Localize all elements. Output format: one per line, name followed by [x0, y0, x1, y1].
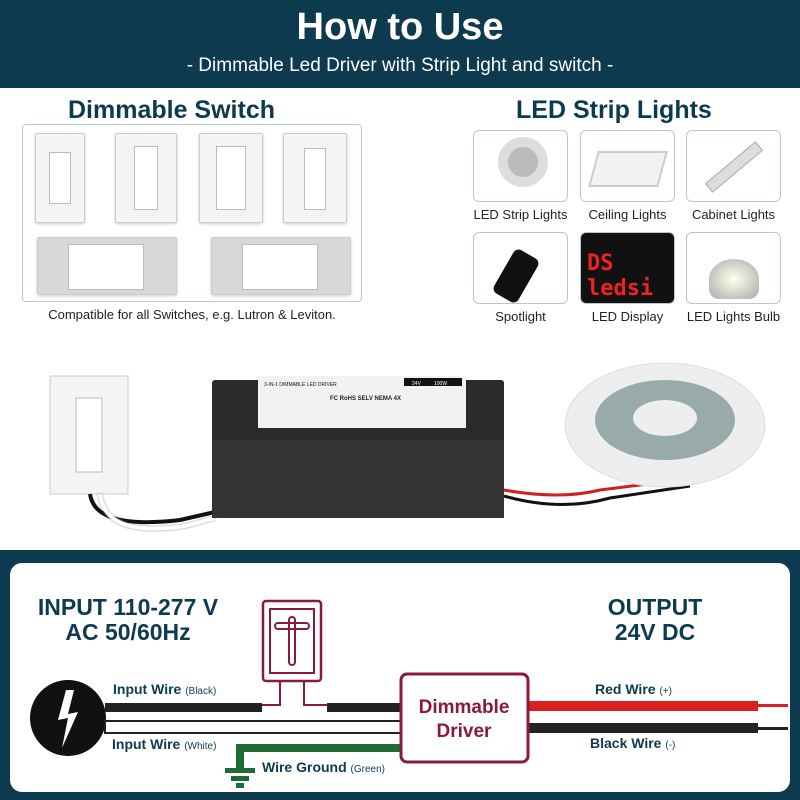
driver-label-power: 100W [434, 381, 447, 387]
switch-image [35, 133, 85, 223]
ground-icon [225, 768, 255, 788]
tile-led-display: DS ledsi [580, 232, 675, 304]
header-banner: How to Use - Dimmable Led Driver with St… [0, 0, 800, 88]
led-strip-reel [564, 362, 766, 488]
white-input-wire [104, 720, 403, 734]
page-subtitle: - Dimmable Led Driver with Strip Light a… [186, 55, 614, 76]
black-output-wire-label: Black Wire (-) [590, 735, 675, 751]
tile-label: LED Display [591, 309, 664, 324]
driver-label-line1: Dimmable [419, 697, 510, 718]
black-input-wire [105, 703, 262, 712]
input-spec-line2: AC 50/60Hz [65, 619, 190, 645]
driver-label-title: 3-IN-1 DIMMABLE LED DRIVER [264, 382, 337, 388]
strip-heading: LED Strip Lights [516, 96, 712, 124]
output-spec-line1: OUTPUT [608, 594, 703, 620]
switch-gallery [22, 124, 362, 302]
input-spec-line1: INPUT 110-277 V [38, 594, 219, 620]
switch-symbol-icon [261, 599, 327, 706]
tile-led-strip [473, 130, 568, 202]
led-strip-reel-icon [498, 137, 548, 187]
led-display-icon: DS ledsi [587, 251, 654, 301]
tile-bulb [686, 232, 781, 304]
switch-heading: Dimmable Switch [68, 96, 275, 124]
tile-label: Ceiling Lights [588, 207, 667, 222]
black-input-wire-out [327, 703, 402, 712]
switch-image [37, 237, 177, 295]
output-spec-line2: 24V DC [615, 619, 696, 645]
driver-label-line2: Driver [437, 721, 493, 742]
power-source-icon [30, 680, 106, 756]
switch-image [211, 237, 351, 295]
tile-ceiling [580, 130, 675, 202]
driver-label-certs: FC RoHS SELV NEMA 4X [330, 396, 401, 402]
tile-spotlight [473, 232, 568, 304]
switch-image [115, 133, 177, 223]
tile-label: LED Lights Bulb [686, 309, 781, 324]
dimmable-driver-box: Dimmable Driver [399, 672, 530, 764]
red-wire-label: Red Wire (+) [595, 681, 672, 697]
product-photo: 3-IN-1 DIMMABLE LED DRIVER 24V 100W FC R… [49, 362, 766, 531]
white-wire-label: Input Wire (White) [112, 736, 216, 752]
black-wire-label: Input Wire (Black) [113, 681, 216, 697]
ground-wire [236, 744, 402, 770]
led-bulb-icon [709, 259, 759, 299]
tile-cabinet [686, 130, 781, 202]
ground-wire-label: Wire Ground (Green) [262, 759, 385, 775]
page-title: How to Use [296, 6, 504, 48]
tile-label: Cabinet Lights [691, 207, 776, 222]
switch-image [199, 133, 263, 223]
driver-label-voltage: 24V [412, 381, 422, 387]
tile-label: Spotlight [495, 309, 546, 324]
led-driver: 3-IN-1 DIMMABLE LED DRIVER 24V 100W FC R… [212, 376, 504, 518]
red-output-wire [528, 701, 758, 711]
black-output-wire [528, 723, 758, 733]
wall-switch [49, 375, 129, 495]
tile-label: LED Strip Lights [473, 207, 568, 222]
switch-caption: Compatible for all Switches, e.g. Lutron… [48, 307, 336, 322]
switch-image [283, 133, 347, 223]
